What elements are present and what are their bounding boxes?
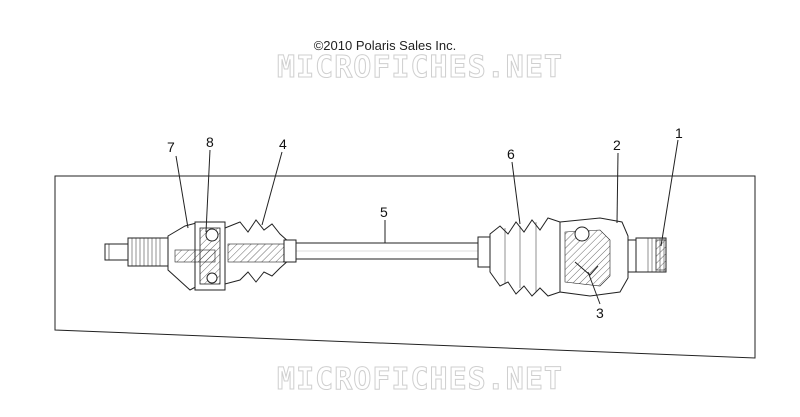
leader-lines <box>175 139 679 305</box>
left-cv-housing <box>167 221 226 291</box>
watermark-top: MICROFICHES.NET <box>277 50 563 86</box>
callout-1: 1 <box>675 125 683 141</box>
axle-shaft <box>289 242 491 260</box>
callout-3: 3 <box>596 305 604 321</box>
left-boot <box>224 219 297 285</box>
right-stub-shaft <box>627 237 667 273</box>
callout-2: 2 <box>613 137 621 153</box>
callout-4: 4 <box>279 136 287 152</box>
diagram-frame <box>54 175 756 359</box>
right-cv-housing <box>559 217 629 297</box>
copyright-text: ©2010 Polaris Sales Inc. <box>313 38 457 53</box>
callout-7: 7 <box>167 139 175 155</box>
callout-8: 8 <box>206 134 214 150</box>
left-stub-shaft <box>104 237 169 267</box>
right-boot <box>477 217 561 297</box>
watermark-bottom: MICROFICHES.NET <box>277 362 563 398</box>
callout-5: 5 <box>380 204 388 220</box>
callout-6: 6 <box>507 146 515 162</box>
